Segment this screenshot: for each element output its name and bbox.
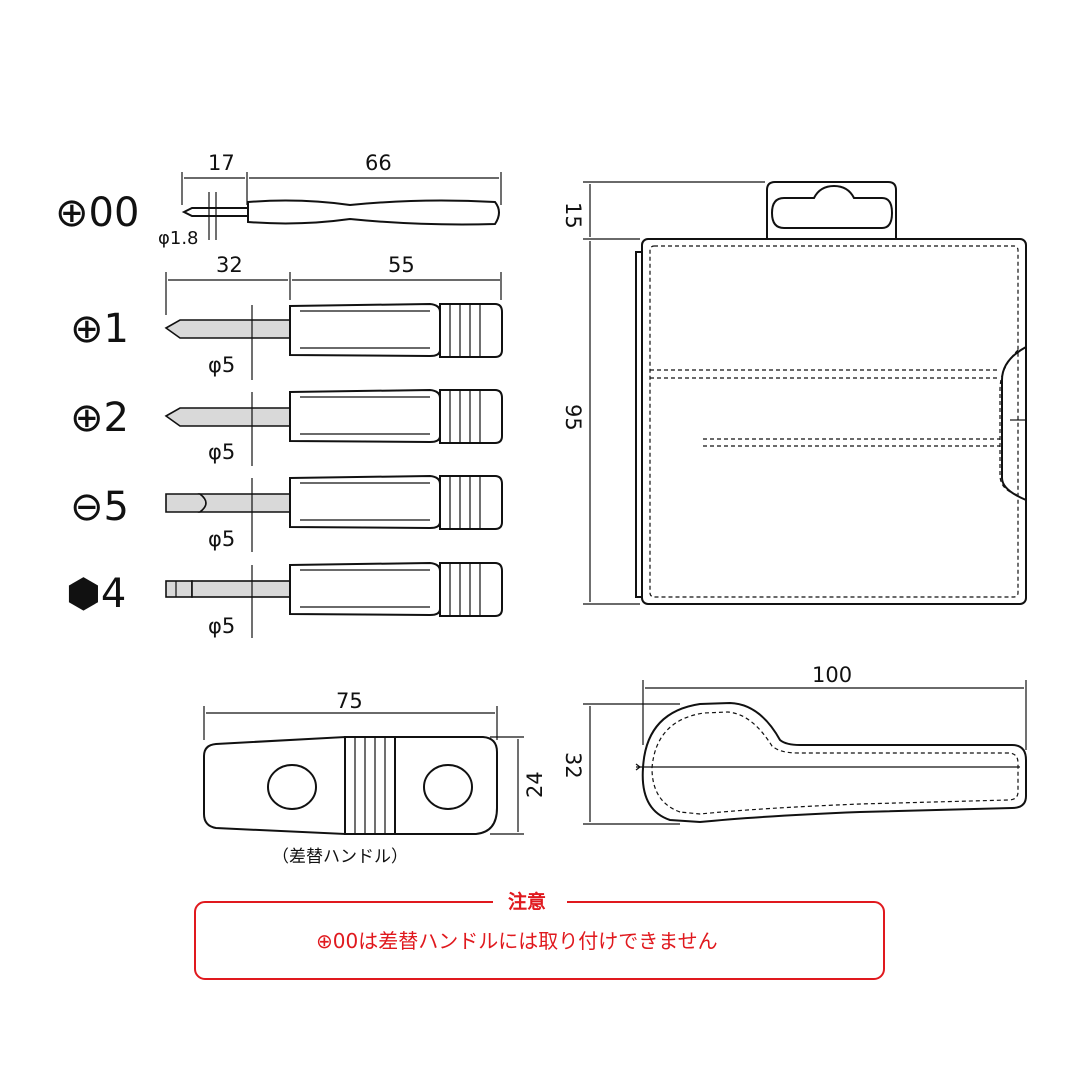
case-side-view: 100 32 (561, 663, 1027, 825)
dim-ph00-handle: 66 (365, 151, 392, 175)
dim-case-width: 100 (812, 663, 852, 687)
interchangeable-handle: 75 24 （差替ハンドル） (203, 689, 547, 867)
driver-sl5: φ5 (165, 474, 503, 552)
dim-ph00-tip: 17 (208, 151, 235, 175)
driver-label-hex4: ⬢4 (66, 571, 126, 617)
dim-ph00-diameter: φ1.8 (158, 228, 199, 249)
dim-shaft-diameter-4: φ5 (208, 614, 235, 638)
dim-handle-width: 24 (523, 771, 547, 798)
handle-caption: （差替ハンドル） (272, 847, 408, 867)
dim-handle-length: 55 (388, 253, 415, 277)
driver-ph2: φ5 (164, 388, 503, 466)
note-title: 注意 (508, 890, 546, 913)
driver-label-ph2: ⊕2 (70, 395, 129, 441)
dim-shaft-diameter-1: φ5 (208, 353, 235, 377)
dim-case-thickness: 32 (561, 752, 585, 779)
case-front-view: 15 95 (561, 181, 1027, 605)
driver-ph1: 32 55 φ5 (164, 253, 503, 380)
dim-shaft-diameter-2: φ5 (208, 440, 235, 464)
note-text: ⊕00は差替ハンドルには取り付けできません (316, 929, 718, 953)
driver-label-ph00: ⊕00 (55, 190, 139, 236)
dim-handle-total-length: 75 (336, 689, 363, 713)
driver-label-sl5: ⊖5 (70, 484, 129, 530)
dim-shaft-diameter-3: φ5 (208, 527, 235, 551)
driver-ph00: 17 66 φ1.8 (158, 151, 502, 249)
dim-case-hanger: 15 (561, 202, 585, 229)
note-box: 注意 ⊕00は差替ハンドルには取り付けできません (194, 890, 885, 980)
driver-label-ph1: ⊕1 (70, 306, 129, 352)
driver-hex4: φ5 (165, 561, 503, 638)
dim-tip-length: 32 (216, 253, 243, 277)
dim-case-height: 95 (561, 404, 585, 431)
